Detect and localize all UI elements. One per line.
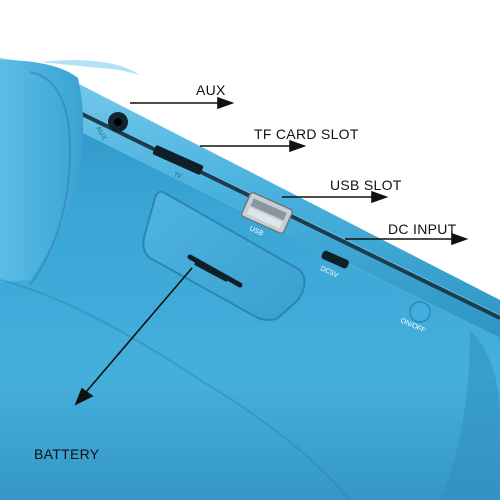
callout-arrows xyxy=(74,96,469,406)
aux-label: AUX xyxy=(196,82,226,98)
usb-port xyxy=(240,191,294,235)
battery-slot xyxy=(187,254,243,288)
battery-arrow xyxy=(85,267,193,393)
dc-input-port xyxy=(321,250,349,269)
tf-card-slot xyxy=(152,145,204,175)
engraving-tf: TF xyxy=(172,171,183,181)
usb-slot-label: USB SLOT xyxy=(330,177,402,193)
right-end-cap xyxy=(440,330,500,500)
battery-label: BATTERY xyxy=(34,446,100,462)
tf-card-slot-label: TF CARD SLOT xyxy=(254,126,359,142)
power-button xyxy=(409,301,431,323)
battery-cover xyxy=(142,190,306,321)
dc-input-label: DC INPUT xyxy=(388,221,457,237)
left-end-cap xyxy=(0,60,84,282)
